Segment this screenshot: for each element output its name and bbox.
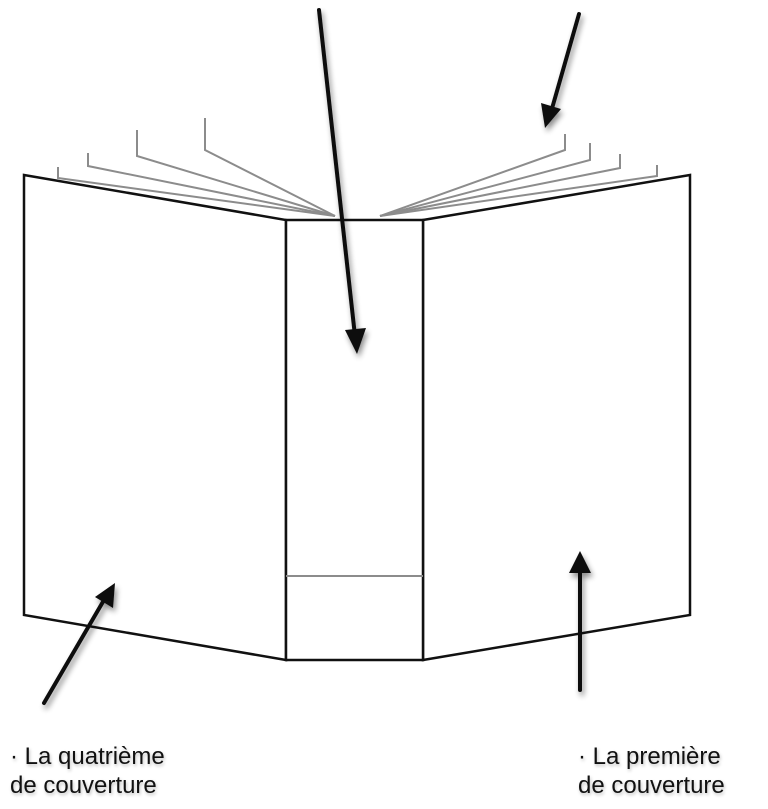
back-cover-label-line1: · La quatrième (10, 742, 165, 771)
spine (286, 220, 423, 660)
back-cover-label: · La quatrième de couverture (10, 742, 165, 800)
book-outline (24, 175, 690, 660)
arrow-pages (541, 14, 579, 128)
front-cover-label: · La première de couverture (578, 742, 725, 800)
back-cover-label-line2: de couverture (10, 771, 165, 800)
front-cover-label-line1: · La première (578, 742, 725, 771)
front-cover (423, 175, 690, 660)
front-cover-label-line2: de couverture (578, 771, 725, 800)
back-cover (24, 175, 286, 660)
